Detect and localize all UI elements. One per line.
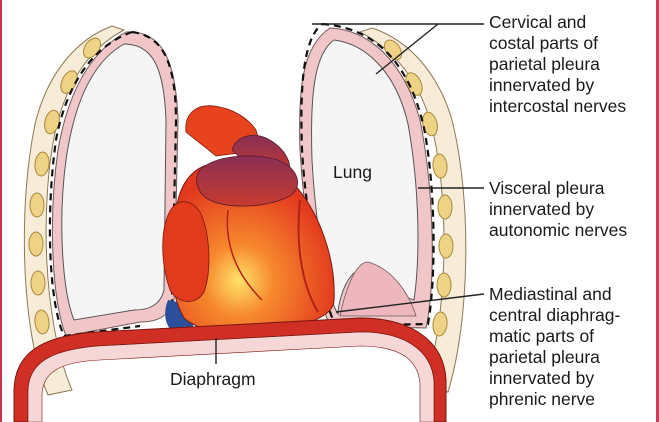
callout-line: autonomic nerves [489,220,627,241]
callout-visceral: Visceral pleura innervated by autonomic … [489,178,627,241]
callout-line: costal parts of [489,33,626,54]
callout-line: central diaphrag- [489,305,620,326]
callout-line: parietal pleura [489,347,620,368]
left-atrium [197,156,298,206]
callout-line: innervated by [489,199,627,220]
callout-line: phrenic nerve [489,389,620,410]
callout-line: Mediastinal and [489,284,620,305]
callout-line: Visceral pleura [489,178,627,199]
callout-line: matic parts of [489,326,620,347]
callout-line: innervated by [489,75,626,96]
callout-line: parietal pleura [489,54,626,75]
callout-line: intercostal nerves [489,96,626,117]
callout-line: Cervical and [489,12,626,33]
callout-parietal-cervical-costal: Cervical and costal parts of parietal pl… [489,12,626,117]
right-atrium [163,202,209,302]
lung-label: Lung [333,162,372,183]
callout-line: innervated by [489,368,620,389]
callout-mediastinal-diaphragmatic: Mediastinal and central diaphrag- matic … [489,284,620,410]
diaphragm-label: Diaphragm [170,369,256,390]
